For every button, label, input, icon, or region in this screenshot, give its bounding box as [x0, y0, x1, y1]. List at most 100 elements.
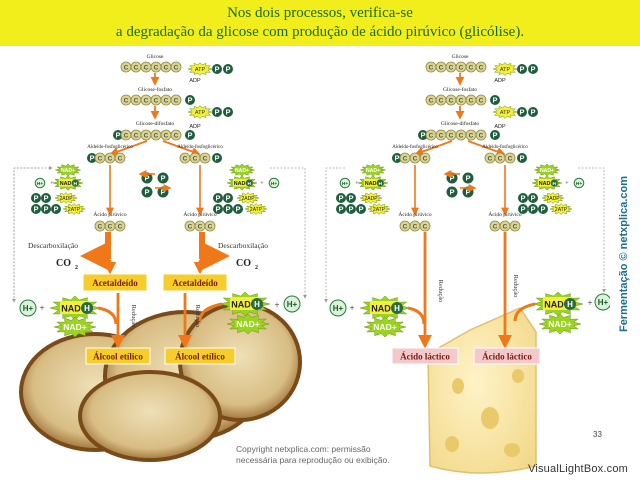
- energy-burst: [54, 192, 78, 204]
- carbon-atom: C: [160, 94, 172, 106]
- phosphate-group: P: [233, 204, 243, 214]
- nad-plus-label: NAD+: [236, 319, 259, 329]
- h-label: H: [567, 300, 573, 309]
- carbon-label: C: [469, 132, 474, 139]
- h-label: H: [73, 181, 77, 187]
- energy-burst: [367, 203, 391, 215]
- carbon-atom: C: [194, 220, 206, 232]
- carbon-atom: C: [475, 129, 487, 141]
- carbon-atom: C: [114, 152, 126, 164]
- atp-group: ATP: [187, 62, 213, 76]
- phosphate-label: P: [53, 205, 58, 214]
- label-glicose: Glicose: [452, 54, 469, 60]
- phosphate-label: P: [358, 205, 363, 214]
- side-credit-text: Fermentação © netxplica.com: [618, 175, 630, 333]
- label-reducao: Redução: [130, 305, 137, 328]
- carbon-atom: C: [465, 129, 477, 141]
- label-glicose-fosfato: Glicose-fosfato: [443, 86, 477, 93]
- side-credit: Fermentação © netxplica.com: [612, 176, 636, 340]
- carbon-atom: C: [445, 94, 457, 106]
- h-plus-ion: H+: [329, 299, 347, 317]
- h-label: H: [254, 300, 260, 309]
- nad-label: NAD: [371, 304, 391, 314]
- label-reducao: Redução: [194, 305, 201, 328]
- carbon-atom: C: [504, 152, 516, 164]
- nad-plus-molecule: NAD+: [360, 163, 386, 177]
- carbon-label: C: [98, 155, 103, 162]
- two-adp-label: 2ADP: [59, 196, 73, 202]
- carbon-label: C: [188, 223, 193, 230]
- energy-burst: [541, 192, 565, 204]
- phosphate-group: P: [41, 204, 51, 214]
- phosphate-label: P: [519, 154, 524, 163]
- label-co2-subscript: 2: [255, 265, 258, 271]
- carbon-atom: C: [199, 152, 211, 164]
- energy-burst: [363, 316, 407, 338]
- phosphate-group: P: [336, 193, 346, 203]
- phosphate-label: P: [214, 108, 219, 117]
- phosphate-group: P: [31, 204, 41, 214]
- phosphate-group: P: [212, 64, 222, 74]
- atp-group: ATP: [492, 105, 518, 119]
- carbon-label: C: [108, 223, 113, 230]
- carbon-atom: C: [150, 94, 162, 106]
- phosphate-label: P: [519, 108, 524, 117]
- carbon-label: C: [164, 132, 169, 139]
- carbon-label: C: [423, 155, 428, 162]
- carbon-label: C: [98, 223, 103, 230]
- box-alcool-left-text: Álcool etílico: [93, 352, 143, 362]
- carbon-atom: C: [114, 220, 126, 232]
- carbon-atom: C: [475, 94, 487, 106]
- energy-burst: [226, 313, 270, 335]
- cheese-hole: [504, 443, 520, 457]
- label-aldeido: Aldeído-fosfoglicérico: [87, 145, 133, 150]
- reaction-arrow: [467, 140, 506, 156]
- reaction-arrow: [162, 140, 201, 156]
- nad-label: NAD: [60, 181, 72, 187]
- box-acido-lactico-right-text: Ácido láctico: [482, 352, 532, 362]
- phosphate-label: P: [225, 108, 230, 117]
- carbon-label: C: [459, 64, 464, 71]
- label-acido-piruvico: Ácido pirúvico: [93, 210, 126, 218]
- carbon-label: C: [144, 132, 149, 139]
- carbon-atom: C: [455, 129, 467, 141]
- carbon-atom: C: [170, 61, 182, 73]
- label-reducao: Redução: [512, 275, 519, 298]
- reaction-arrow: [109, 140, 148, 156]
- energy-burst: [187, 105, 213, 119]
- phosphate-group: P: [528, 64, 538, 74]
- nad-plus-molecule: NAD+: [229, 163, 255, 177]
- nad-label: NAD: [539, 181, 551, 187]
- carbon-atom: C: [409, 152, 421, 164]
- phosphate-label: P: [43, 205, 48, 214]
- carbon-atom: C: [509, 220, 521, 232]
- carbon-label: C: [208, 223, 213, 230]
- nad-plus-molecule: NAD+: [55, 163, 81, 177]
- atp-label: ATP: [500, 67, 511, 73]
- phosphate-label: P: [348, 205, 353, 214]
- cycle-arrow: [13, 166, 53, 302]
- carbon-atom: C: [455, 94, 467, 106]
- phosphate-group: P: [213, 204, 223, 214]
- phosphate-group: P: [223, 193, 233, 203]
- phosphate-group: P: [518, 193, 528, 203]
- nad-label: NAD: [234, 181, 246, 187]
- phosphate-label: P: [215, 194, 220, 203]
- carbon-label: C: [429, 97, 434, 104]
- energy-burst: [492, 62, 518, 76]
- phosphate-label: P: [160, 188, 165, 197]
- carbon-atom: C: [445, 61, 457, 73]
- nad-plus-molecule: NAD+: [363, 316, 407, 338]
- h-plus-label: H+: [576, 181, 582, 187]
- carbon-label: C: [134, 64, 139, 71]
- label-acido-piruvico: Ácido pirúvico: [398, 210, 431, 218]
- two-adp-label: 2ADP: [364, 196, 378, 202]
- carbon-atom: C: [94, 152, 106, 164]
- phosphate-group: P: [212, 107, 222, 117]
- phosphate-group: P: [113, 130, 123, 140]
